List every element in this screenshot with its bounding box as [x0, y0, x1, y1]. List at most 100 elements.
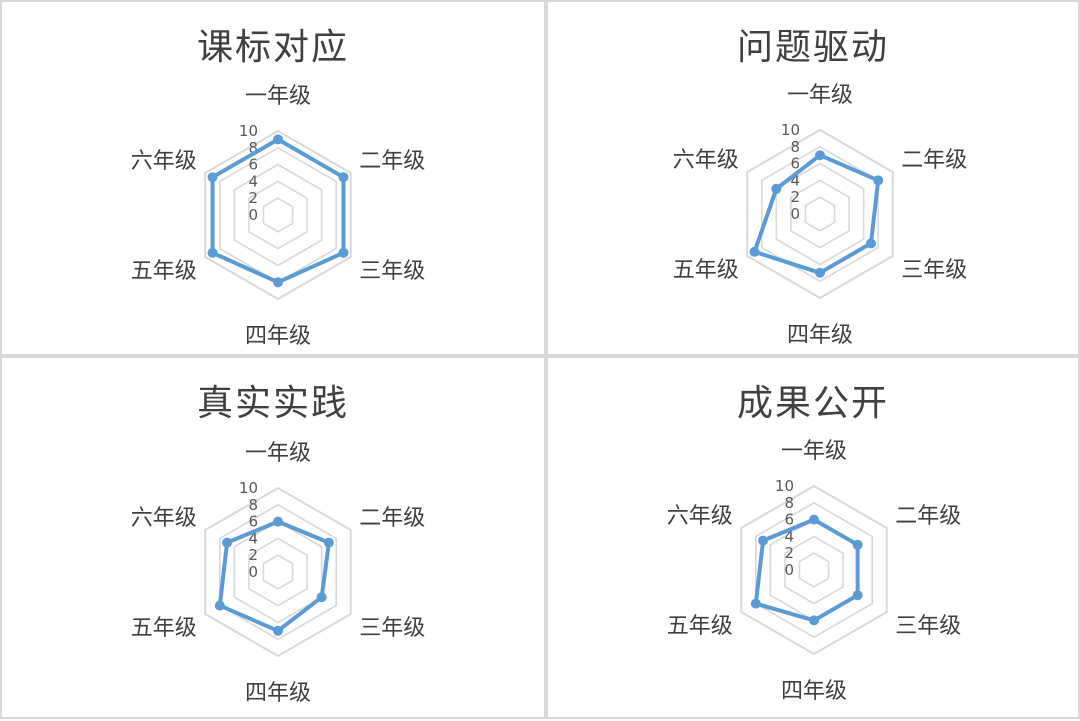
grid-ring: [219, 503, 337, 641]
data-point: [273, 277, 283, 288]
category-label: 五年级: [673, 258, 739, 283]
category-label: 三年级: [895, 614, 961, 639]
grid-ring: [204, 486, 352, 658]
grid-ring: [804, 196, 836, 232]
tick-label: 2: [248, 189, 258, 207]
category-label: 四年级: [781, 679, 847, 704]
grid-ring: [740, 484, 888, 656]
grid-ring: [248, 180, 308, 250]
tick-label: 6: [248, 156, 258, 174]
tick-label: 8: [784, 494, 794, 512]
grid-ring: [262, 554, 294, 590]
tick-label: 0: [784, 561, 794, 579]
tick-label: 2: [790, 188, 800, 206]
chart-title: 成果公开: [736, 383, 889, 424]
tick-label: 8: [790, 138, 800, 156]
tick-label: 10: [239, 122, 258, 140]
category-label: 二年级: [359, 149, 425, 174]
category-label: 四年级: [245, 681, 311, 706]
tick-label: 0: [248, 563, 258, 581]
category-label: 一年级: [787, 83, 853, 108]
grid-ring: [233, 520, 323, 624]
category-label: 六年级: [667, 504, 733, 529]
data-point: [273, 516, 283, 527]
category-label: 六年级: [673, 148, 739, 173]
data-point: [207, 247, 218, 258]
category-label: 五年级: [131, 259, 197, 284]
category-label: 三年级: [359, 259, 425, 284]
grid-ring: [248, 537, 308, 607]
chart-title: 真实实践: [196, 383, 349, 424]
data-point: [316, 592, 327, 603]
data-point: [338, 172, 349, 183]
chart-title: 问题驱动: [736, 27, 889, 68]
data-point: [207, 172, 218, 183]
data-point: [222, 537, 233, 548]
tick-label: 4: [784, 527, 794, 545]
grid-ring: [755, 501, 873, 639]
tick-label: 6: [790, 155, 800, 173]
data-point: [771, 183, 782, 194]
category-label: 二年级: [901, 148, 967, 173]
tick-label: 0: [790, 205, 800, 223]
category-label: 二年级: [895, 504, 961, 529]
data-point: [273, 134, 283, 145]
grid-ring: [769, 518, 859, 622]
series-line: [217, 519, 331, 633]
data-point: [749, 246, 760, 257]
data-point: [852, 590, 863, 601]
category-label: 四年级: [245, 324, 311, 349]
tick-label: 6: [784, 511, 794, 529]
category-label: 一年级: [245, 84, 311, 109]
category-label: 三年级: [901, 258, 967, 283]
series-line: [752, 153, 881, 275]
tick-label: 0: [248, 206, 258, 224]
grid-ring: [746, 128, 894, 300]
data-point: [852, 539, 863, 550]
grid-ring: [204, 129, 352, 301]
data-point: [809, 615, 819, 626]
grid-ring: [798, 552, 830, 588]
data-point: [273, 625, 283, 636]
category-label: 四年级: [787, 323, 853, 348]
chart-title: 课标对应: [196, 27, 349, 68]
grid-ring: [790, 179, 850, 249]
grid-ring: [262, 197, 294, 233]
tick-label: 10: [775, 477, 794, 495]
category-label: 二年级: [359, 506, 425, 531]
category-label: 六年级: [131, 149, 197, 174]
data-point: [815, 267, 825, 278]
tick-label: 6: [248, 513, 258, 531]
data-point: [338, 247, 349, 258]
tick-label: 10: [239, 479, 258, 497]
data-point: [758, 535, 769, 546]
tick-label: 8: [248, 496, 258, 514]
grid-ring: [233, 163, 323, 267]
data-point: [873, 175, 884, 186]
tick-label: 2: [784, 544, 794, 562]
category-label: 五年级: [667, 614, 733, 639]
tick-label: 4: [790, 171, 800, 189]
tick-label: 4: [248, 172, 258, 190]
category-label: 六年级: [131, 506, 197, 531]
data-point: [750, 598, 761, 609]
data-point: [809, 514, 819, 525]
category-label: 一年级: [781, 439, 847, 464]
category-label: 三年级: [359, 616, 425, 641]
data-point: [214, 600, 225, 611]
category-label: 五年级: [131, 616, 197, 641]
category-label: 一年级: [245, 441, 311, 466]
data-point: [865, 238, 876, 249]
data-point: [815, 150, 825, 161]
data-point: [323, 537, 334, 548]
tick-label: 4: [248, 529, 258, 547]
series-line: [210, 137, 346, 285]
tick-label: 2: [248, 546, 258, 564]
